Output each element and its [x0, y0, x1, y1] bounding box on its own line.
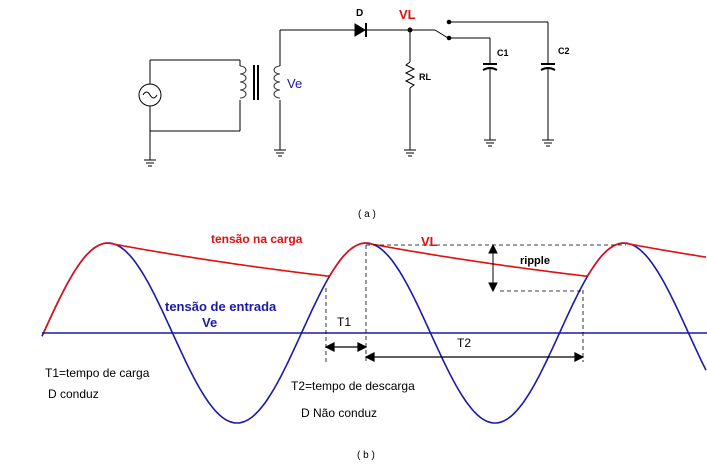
d-conduz-text: D conduz	[48, 387, 99, 401]
caption-a: ( a )	[358, 209, 376, 220]
t2-arrow	[364, 352, 585, 362]
t1-label: T1	[337, 315, 351, 329]
diode-label: D	[356, 8, 363, 19]
t1-description: T1=tempo de carga	[45, 366, 150, 380]
c2-label: C2	[558, 46, 570, 56]
rl-label: RL	[419, 72, 431, 82]
resistor-icon	[404, 61, 416, 89]
waveform-plot	[41, 242, 707, 424]
switch-icon[interactable]	[434, 19, 452, 41]
ground-icon	[404, 149, 416, 157]
load-voltage-label: tensão na carga	[211, 232, 303, 246]
d-nao-conduz-text: D Não conduz	[301, 406, 377, 420]
t2-label: T2	[457, 336, 471, 350]
diode-icon	[354, 23, 367, 37]
capacitor-c1-icon	[482, 63, 498, 71]
caption-b: ( b )	[357, 450, 375, 461]
ve-label-circuit: Ve	[287, 76, 302, 91]
c1-label: C1	[497, 48, 509, 58]
ve-label-wave: Ve	[202, 315, 217, 330]
ripple-arrow	[488, 243, 498, 293]
vl-label-circuit: VL	[399, 7, 416, 22]
t2-description: T2=tempo de descarga	[291, 379, 415, 393]
sine-icon	[142, 91, 158, 99]
ground-icon	[542, 139, 554, 147]
ripple-label: ripple	[520, 255, 550, 267]
ac-source	[138, 83, 162, 107]
circuit-schematic	[138, 19, 556, 167]
transformer-icon	[239, 65, 281, 100]
ground-icon	[274, 149, 286, 157]
vl-label-wave: VL	[421, 234, 438, 249]
capacitor-c2-icon	[540, 63, 556, 71]
ground-icon	[484, 139, 496, 147]
load-voltage-wave	[43, 242, 707, 333]
t1-arrow	[324, 342, 368, 352]
input-voltage-label: tensão de entrada	[165, 299, 277, 314]
ground-icon	[144, 159, 156, 167]
